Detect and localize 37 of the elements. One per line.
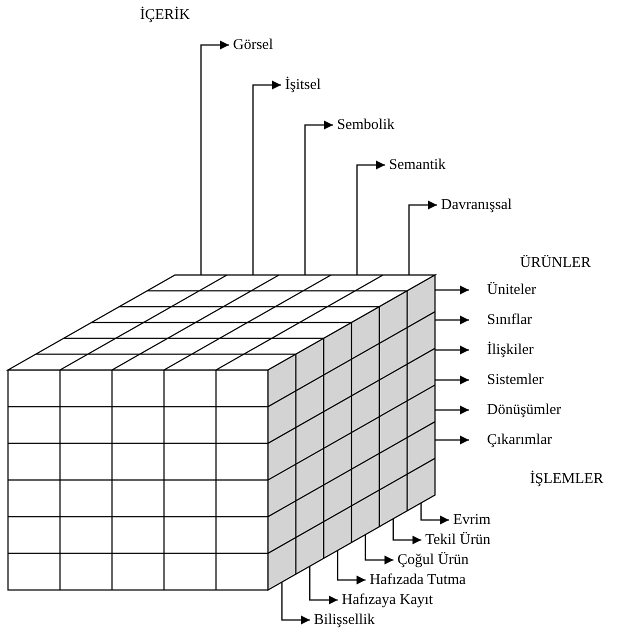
arrow <box>304 120 333 275</box>
dimension-heading: ÜRÜNLER <box>520 254 591 272</box>
axis-label: Çıkarımlar <box>487 431 552 449</box>
axis-label: Tekil Ürün <box>425 531 490 549</box>
axis-label: Evrim <box>453 511 491 529</box>
axis-label: Sembolik <box>337 116 395 134</box>
axis-label: Semantik <box>389 156 446 174</box>
axis-label: İlişkiler <box>487 341 534 359</box>
axis-label: Davranışsal <box>441 196 512 214</box>
dimension-heading: İŞLEMLER <box>530 470 604 488</box>
arrow <box>252 80 281 275</box>
arrow <box>356 160 385 275</box>
dimension-heading: İÇERİK <box>140 6 190 24</box>
arrow <box>408 200 437 275</box>
axis-label: Hafızada Tutma <box>370 571 466 589</box>
arrow <box>435 346 469 354</box>
arrow <box>281 582 310 624</box>
axis-label: Sınıflar <box>487 311 532 329</box>
arrow <box>420 502 450 524</box>
axis-label: Üniteler <box>487 281 536 299</box>
axis-label: Çoğul Ürün <box>397 551 469 569</box>
arrow <box>435 316 469 324</box>
axis-label: İşitsel <box>285 76 321 94</box>
arrow <box>435 376 469 384</box>
arrow <box>309 566 338 604</box>
axis-label: Hafızaya Kayıt <box>342 591 433 609</box>
arrow <box>392 518 422 544</box>
arrow <box>435 286 469 294</box>
axis-label: Sistemler <box>487 371 544 389</box>
axis-label: Bilişsellik <box>314 611 375 629</box>
arrow <box>200 40 229 275</box>
axis-label: Görsel <box>233 36 273 54</box>
arrow <box>336 550 366 584</box>
arrow <box>435 436 469 444</box>
axis-label: Dönüşümler <box>487 401 562 419</box>
arrow <box>435 406 469 414</box>
arrow <box>364 534 394 564</box>
